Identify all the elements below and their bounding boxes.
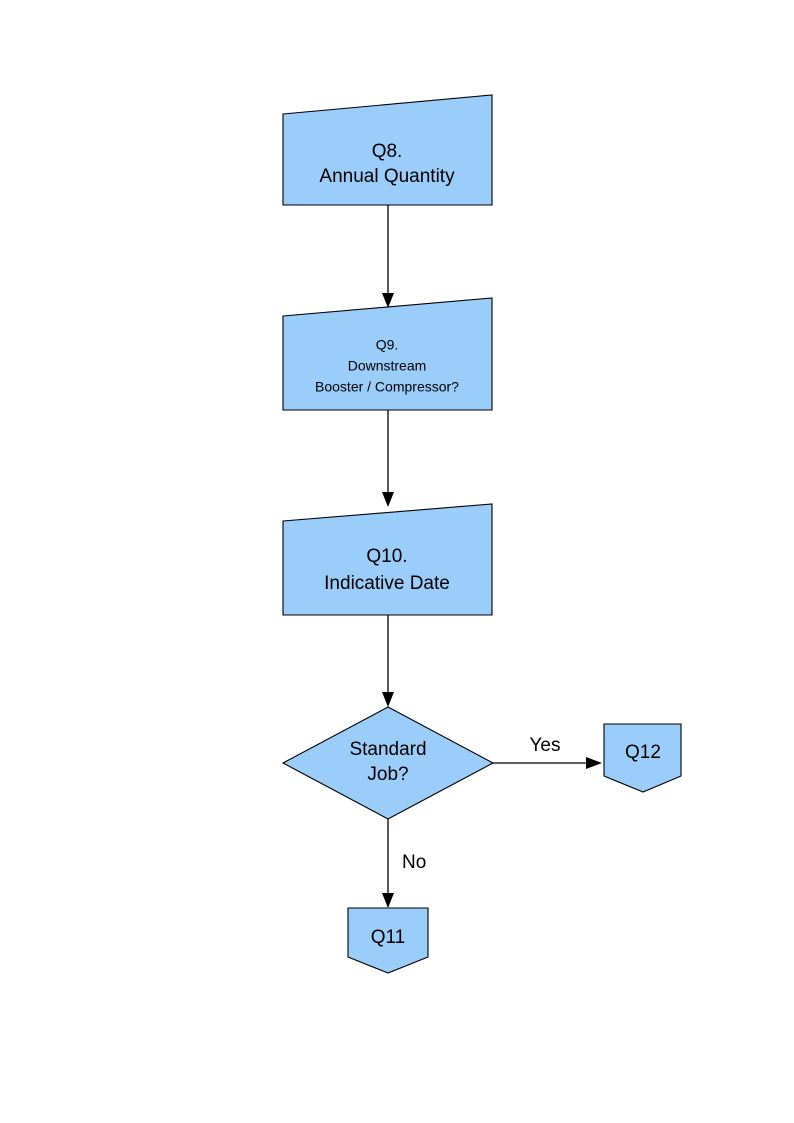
node-q12[interactable]: Q12 [603, 723, 682, 793]
q9-label-line2: Downstream [348, 358, 427, 374]
q9-label-line1: Q9. [376, 337, 399, 353]
edge-q10-decision-arrowhead [382, 692, 394, 707]
edge-decision-to-q11: No [382, 819, 426, 908]
q12-label: Q12 [625, 742, 661, 763]
edge-q9-q10-arrowhead [382, 492, 394, 507]
q10-shape[interactable] [282, 503, 493, 616]
q10-label-line1: Q10. [366, 546, 407, 567]
edge-q8-q9-arrowhead [382, 293, 394, 308]
q8-shape[interactable] [282, 94, 493, 206]
q11-shape[interactable] [347, 907, 429, 974]
q10-label-line2: Indicative Date [324, 573, 450, 594]
edge-label-no: No [402, 852, 426, 873]
edge-q10-to-decision [382, 615, 394, 707]
node-decision-standard-job[interactable]: Standard Job? [281, 706, 495, 820]
edge-q9-to-q10 [382, 410, 394, 507]
node-q11[interactable]: Q11 [347, 907, 429, 974]
decision-label-line1: Standard [349, 739, 426, 760]
edge-label-yes: Yes [530, 735, 561, 756]
q9-shape[interactable] [282, 297, 493, 411]
q11-label: Q11 [371, 927, 406, 948]
edge-decision-to-q12: Yes [493, 735, 602, 769]
decision-label-line2: Job? [367, 764, 408, 785]
node-q10[interactable]: Q10. Indicative Date [282, 503, 493, 616]
node-q9[interactable]: Q9. Downstream Booster / Compressor? [282, 297, 493, 411]
edge-q8-to-q9 [382, 205, 394, 308]
edge-no-arrowhead [382, 893, 394, 908]
q9-label-line3: Booster / Compressor? [315, 379, 459, 395]
q8-label-line2: Annual Quantity [319, 166, 455, 187]
q8-label-line1: Q8. [372, 141, 403, 162]
edge-yes-arrowhead [586, 757, 602, 769]
node-q8[interactable]: Q8. Annual Quantity [282, 94, 493, 206]
q12-shape[interactable] [603, 723, 682, 793]
decision-shape[interactable] [281, 706, 495, 820]
